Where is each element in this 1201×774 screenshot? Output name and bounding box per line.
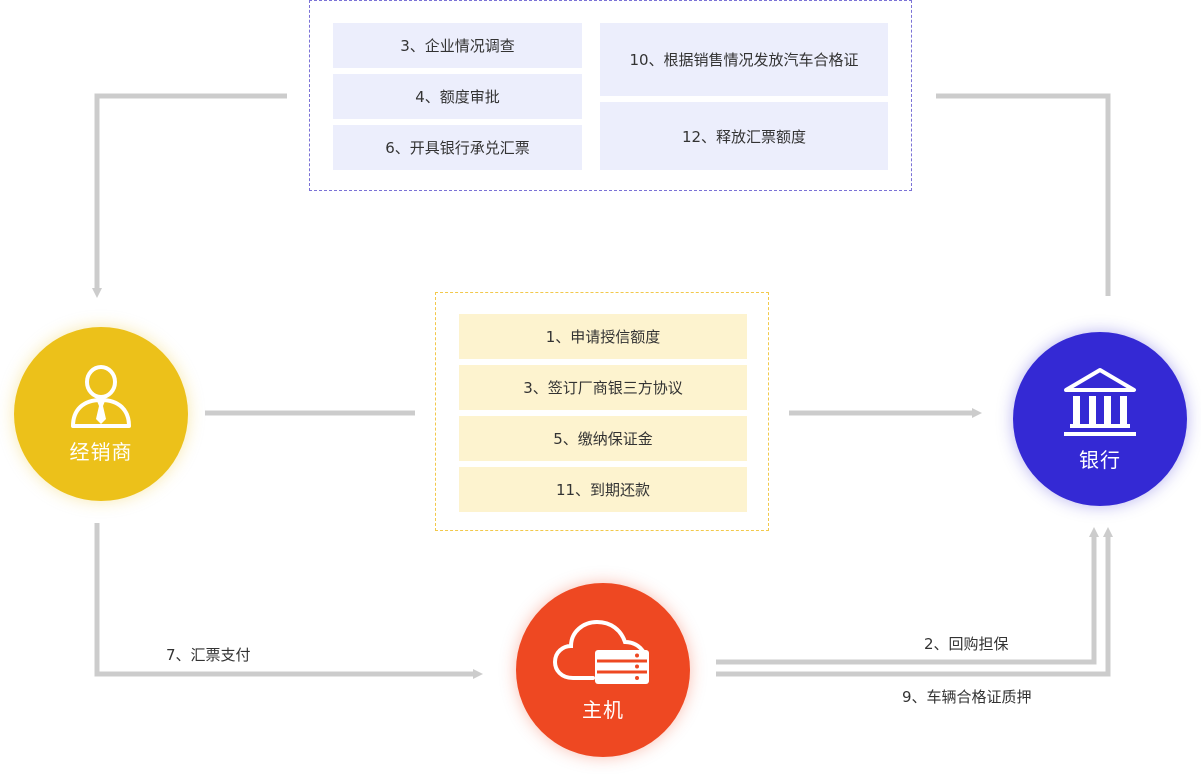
edge-label-buyback-guarantee: 2、回购担保 (924, 635, 1009, 653)
dealer-bank-task-item: 11、到期还款 (459, 467, 747, 512)
dealer-to-oem-line (94, 523, 483, 679)
dealer-node: 经销商 (14, 327, 188, 501)
dealer-bank-task-item: 1、申请授信额度 (459, 314, 747, 359)
bank-label: 银行 (1079, 447, 1121, 472)
dealer-bank-task-item: 3、签订厂商银三方协议 (459, 365, 747, 410)
dealer-bank-task-item: 5、缴纳保证金 (459, 416, 747, 461)
edge-label-certificate-pledge: 9、车辆合格证质押 (902, 688, 1032, 706)
cloud-server-icon (553, 619, 649, 684)
edge-label-draft-payment: 7、汇票支付 (166, 646, 251, 664)
bank-to-dealer-line (92, 93, 287, 298)
person-tie-icon (71, 364, 131, 428)
bank-task-item: 4、额度审批 (333, 74, 582, 119)
dealer-label: 经销商 (69, 439, 133, 464)
oem-node: 主机 (516, 583, 690, 757)
oem-to-bank-line-1 (716, 527, 1099, 665)
bank-task-item: 6、开具银行承兑汇票 (333, 125, 582, 170)
bank-task-item: 3、企业情况调查 (333, 23, 582, 68)
bank-task-item: 10、根据销售情况发放汽车合格证 (600, 23, 888, 96)
bank-building-icon (1064, 367, 1136, 436)
oem-label: 主机 (582, 697, 624, 722)
oem-to-bank-line-2 (716, 527, 1113, 677)
dealer-bank-tasks-box (435, 292, 769, 531)
bank-to-bankbox-line (936, 93, 1111, 296)
bank-task-item: 12、释放汇票额度 (600, 102, 888, 170)
bank-node: 银行 (1013, 332, 1187, 506)
bank-tasks-box (309, 0, 912, 191)
